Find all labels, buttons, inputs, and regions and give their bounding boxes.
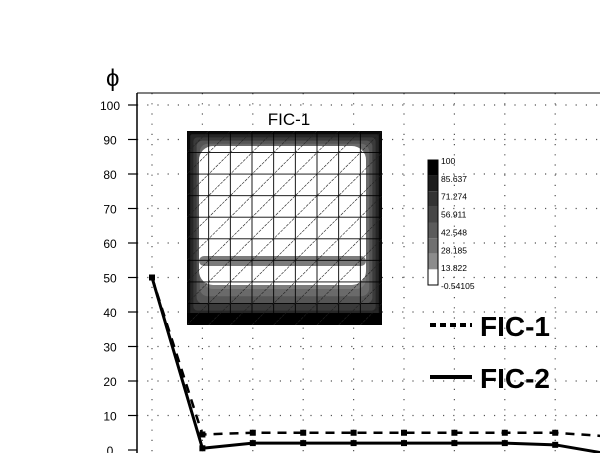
mesh-diagonal [273,216,382,325]
colorbar-swatch [428,269,438,285]
colorbar-swatch [428,160,438,176]
colorbar-swatch [428,175,438,192]
data-point [401,440,407,447]
data-point [501,429,508,436]
data-point [401,429,407,436]
colorbar-swatch [428,238,438,254]
legend-label-fic-2: FIC-2 [480,363,550,394]
y-tick-label: 100 [100,99,120,113]
mesh-diagonal [208,152,382,325]
data-point [300,429,307,436]
axes: 0 10 20 30 40 50 60 70 80 90 100 [100,92,600,453]
colorbar: 100 85.637 71.274 56.911 42.548 28.185 13.822 -… [427,156,475,291]
series-line-fic-1 [150,277,600,438]
mesh-diagonal [187,131,209,153]
mesh-diagonal [251,195,382,325]
y-tick-label: 0 [107,444,114,453]
y-tick-label: 30 [103,341,117,355]
data-point [300,440,307,447]
mesh-diagonal [230,173,382,325]
inset-title: FIC-1 [268,110,311,129]
colorbar-label: 100 [441,156,455,166]
colorbar-label: 85.637 [441,174,467,184]
mesh-diagonal [316,259,382,325]
data-point [451,429,458,436]
y-axis-label: ϕ [106,65,119,92]
y-tick-label: 20 [103,375,117,389]
mesh-diagonal [295,238,382,325]
inset-contour-plot [187,131,382,325]
colorbar-label: 42.548 [441,227,467,237]
data-point [149,274,155,281]
data-point [199,445,206,452]
colorbar-label: 71.274 [441,192,467,202]
y-tick-label: 70 [103,203,117,217]
y-tick-label: 60 [103,237,117,251]
colorbar-label: 56.911 [441,210,467,220]
legend: FIC-1 FIC-2 [430,311,550,394]
colorbar-swatch [428,206,438,223]
data-point [199,431,206,438]
data-point [249,429,256,436]
data-point [552,429,559,436]
colorbar-border [427,159,439,286]
data-point [350,429,357,436]
mesh-diagonal [187,131,361,304]
data-point [249,440,256,447]
legend-label-fic-1: FIC-1 [480,311,550,342]
y-tick-label: 10 [103,410,117,424]
y-tick-label: 80 [103,168,117,182]
data-point [451,440,458,447]
mesh-diagonal [338,281,382,325]
mesh-diagonal [187,131,253,197]
data-point [552,441,559,448]
mesh-diagonal [187,131,318,261]
colorbar-label: 28.185 [441,245,467,255]
mesh-diagonal [381,324,382,325]
colorbar-label: -0.54105 [441,281,475,291]
series-line-fic-2 [150,277,600,453]
colorbar-swatch [428,253,438,270]
y-tick-label: 40 [103,306,117,320]
mesh-diagonal [187,131,296,240]
data-point [350,440,357,447]
series [149,274,600,453]
colorbar-swatch [428,222,438,239]
y-tick-label: 50 [103,272,117,286]
contour-band [199,256,366,266]
colorbar-swatch [428,191,438,207]
mesh-diagonal [187,131,231,175]
mesh-diagonal [187,131,339,283]
mesh-diagonal [187,131,382,325]
y-tick-label: 90 [103,134,117,148]
colorbar-label: 13.822 [441,263,467,273]
contour-band [187,313,382,325]
data-point [501,440,508,447]
mesh-diagonal [187,131,274,218]
